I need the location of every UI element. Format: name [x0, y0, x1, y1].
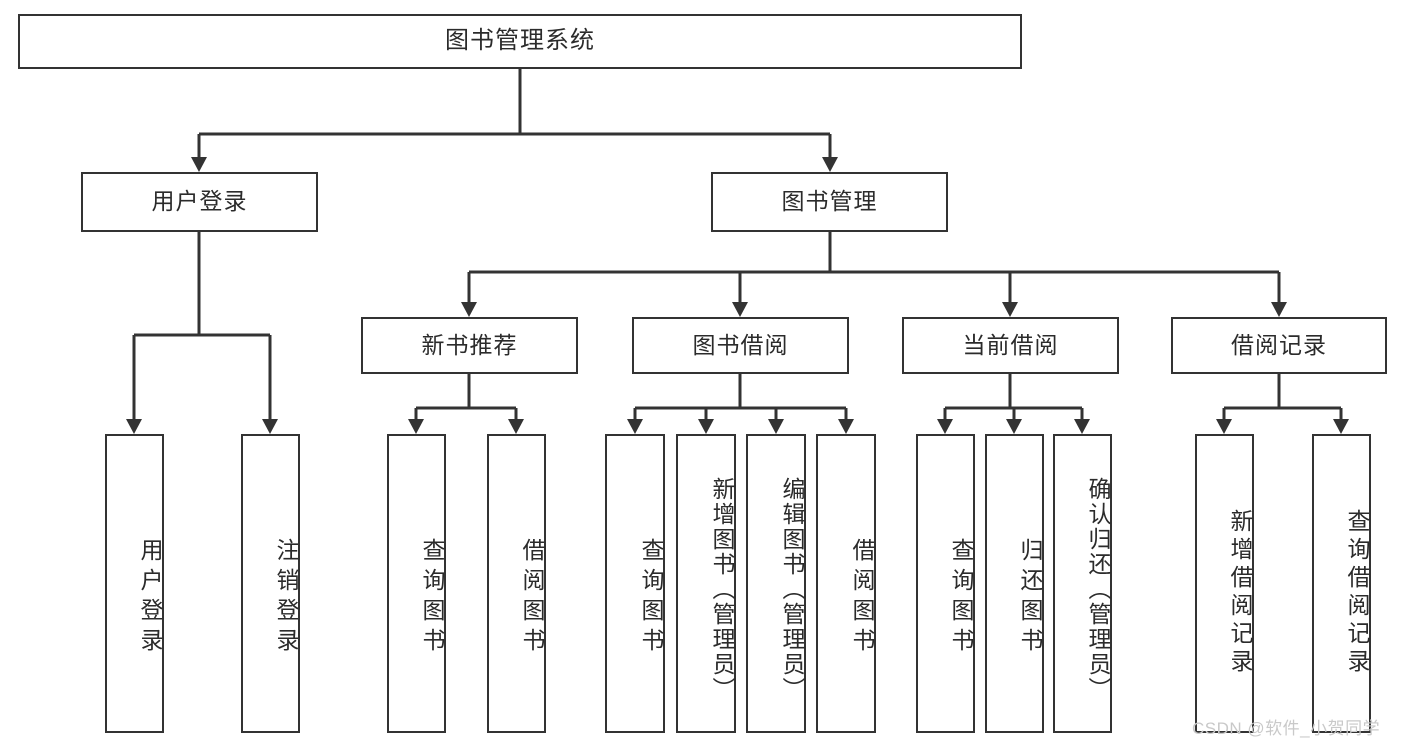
node-root[interactable]: 图书管理系统 — [18, 14, 1022, 69]
node-current-borrow[interactable]: 当前借阅 — [902, 317, 1119, 374]
leaf-edit-book-admin[interactable]: 编辑图书（管理员） — [746, 434, 806, 733]
leaf-logout[interactable]: 注销登录 — [241, 434, 300, 733]
leaf-query-book-2[interactable]: 查询图书 — [605, 434, 665, 733]
node-user-login[interactable]: 用户登录 — [81, 172, 318, 232]
leaf-query-book-1[interactable]: 查询图书 — [387, 434, 446, 733]
leaf-add-book-admin[interactable]: 新增图书（管理员） — [676, 434, 736, 733]
leaf-add-borrow-record[interactable]: 新增借阅记录 — [1195, 434, 1254, 733]
leaf-borrow-book-1[interactable]: 借阅图书 — [487, 434, 546, 733]
leaf-confirm-return-admin[interactable]: 确认归还（管理员） — [1053, 434, 1112, 733]
node-book-borrow[interactable]: 图书借阅 — [632, 317, 849, 374]
csdn-watermark: CSDN @软件_小贺同学 — [1192, 719, 1381, 738]
leaf-return-book[interactable]: 归还图书 — [985, 434, 1044, 733]
leaf-borrow-book-2[interactable]: 借阅图书 — [816, 434, 876, 733]
node-borrow-record[interactable]: 借阅记录 — [1171, 317, 1387, 374]
leaf-query-borrow-record[interactable]: 查询借阅记录 — [1312, 434, 1371, 733]
node-new-book-recommend[interactable]: 新书推荐 — [361, 317, 578, 374]
leaf-query-book-3[interactable]: 查询图书 — [916, 434, 975, 733]
leaf-user-login[interactable]: 用户登录 — [105, 434, 164, 733]
node-book-management[interactable]: 图书管理 — [711, 172, 948, 232]
